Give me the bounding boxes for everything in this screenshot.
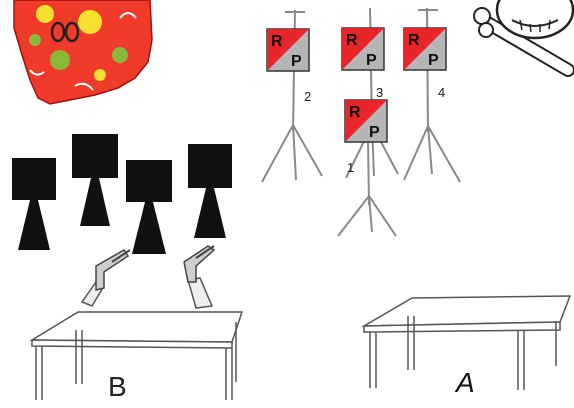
target-number: 2 xyxy=(304,89,311,104)
target-letter-top: R xyxy=(349,104,361,121)
table-b-label: B xyxy=(108,371,127,402)
target-letter-bottom: P xyxy=(291,53,302,70)
pistol-icon xyxy=(82,250,130,306)
silhouette-target xyxy=(126,160,172,254)
target-number: 3 xyxy=(376,85,383,100)
table-b xyxy=(32,312,242,400)
rp-target-2: RP 2 xyxy=(267,29,311,104)
target-letter-bottom: P xyxy=(428,52,439,69)
table-a-label: A xyxy=(454,367,475,398)
pistol-icon xyxy=(184,246,214,308)
rp-target-1: RP 1 xyxy=(345,100,387,175)
target-letter-top: R xyxy=(271,33,283,50)
target-letter-top: R xyxy=(408,32,420,49)
silhouette-target xyxy=(12,158,56,250)
silhouette-targets xyxy=(12,134,232,254)
target-letter-bottom: P xyxy=(369,124,380,141)
rp-target-3: RP 3 xyxy=(342,28,384,100)
rp-target-4: RP 4 xyxy=(404,28,446,100)
target-number: 4 xyxy=(438,85,445,100)
target-letter-top: R xyxy=(346,32,358,49)
silhouette-target xyxy=(72,134,118,226)
patterned-cloth-icon xyxy=(14,0,152,104)
skull-crossbones-icon xyxy=(474,0,573,70)
silhouette-target xyxy=(188,144,232,238)
target-number: 1 xyxy=(347,160,354,175)
target-letter-bottom: P xyxy=(366,52,377,69)
